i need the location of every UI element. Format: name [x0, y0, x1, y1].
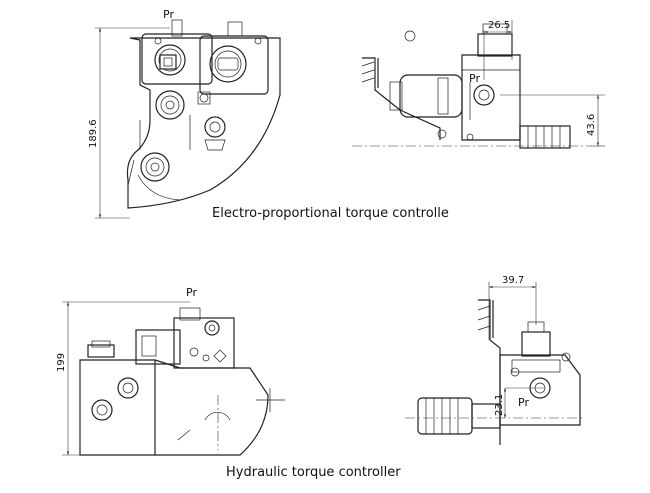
- electro-front-pr-label: Pr: [469, 72, 480, 85]
- electro-offset-dim: 43.6: [586, 114, 597, 136]
- electro-side-pr-label: Pr: [163, 8, 174, 21]
- hydraulic-front-view: 39.7 23.1 Pr: [405, 275, 585, 445]
- hydraulic-side-pr-label: Pr: [186, 286, 197, 299]
- electro-front-view: 26.5 43.6 Pr: [352, 20, 605, 149]
- electro-height-dim: 189.6: [88, 119, 99, 148]
- hydraulic-caption: Hydraulic torque controller: [226, 465, 401, 480]
- hydraulic-width-dim: 39.7: [502, 275, 524, 286]
- hydraulic-height-dim: 199: [56, 353, 67, 372]
- electro-caption: Electro-proportional torque controlle: [212, 206, 449, 221]
- electro-width-dim: 26.5: [488, 20, 510, 31]
- electro-side-view: 189.6 Pr: [88, 8, 281, 219]
- hydraulic-side-view: 199 Pr: [56, 286, 285, 456]
- hydraulic-front-pr-label: Pr: [518, 396, 529, 409]
- hydraulic-offset-dim: 23.1: [494, 394, 505, 416]
